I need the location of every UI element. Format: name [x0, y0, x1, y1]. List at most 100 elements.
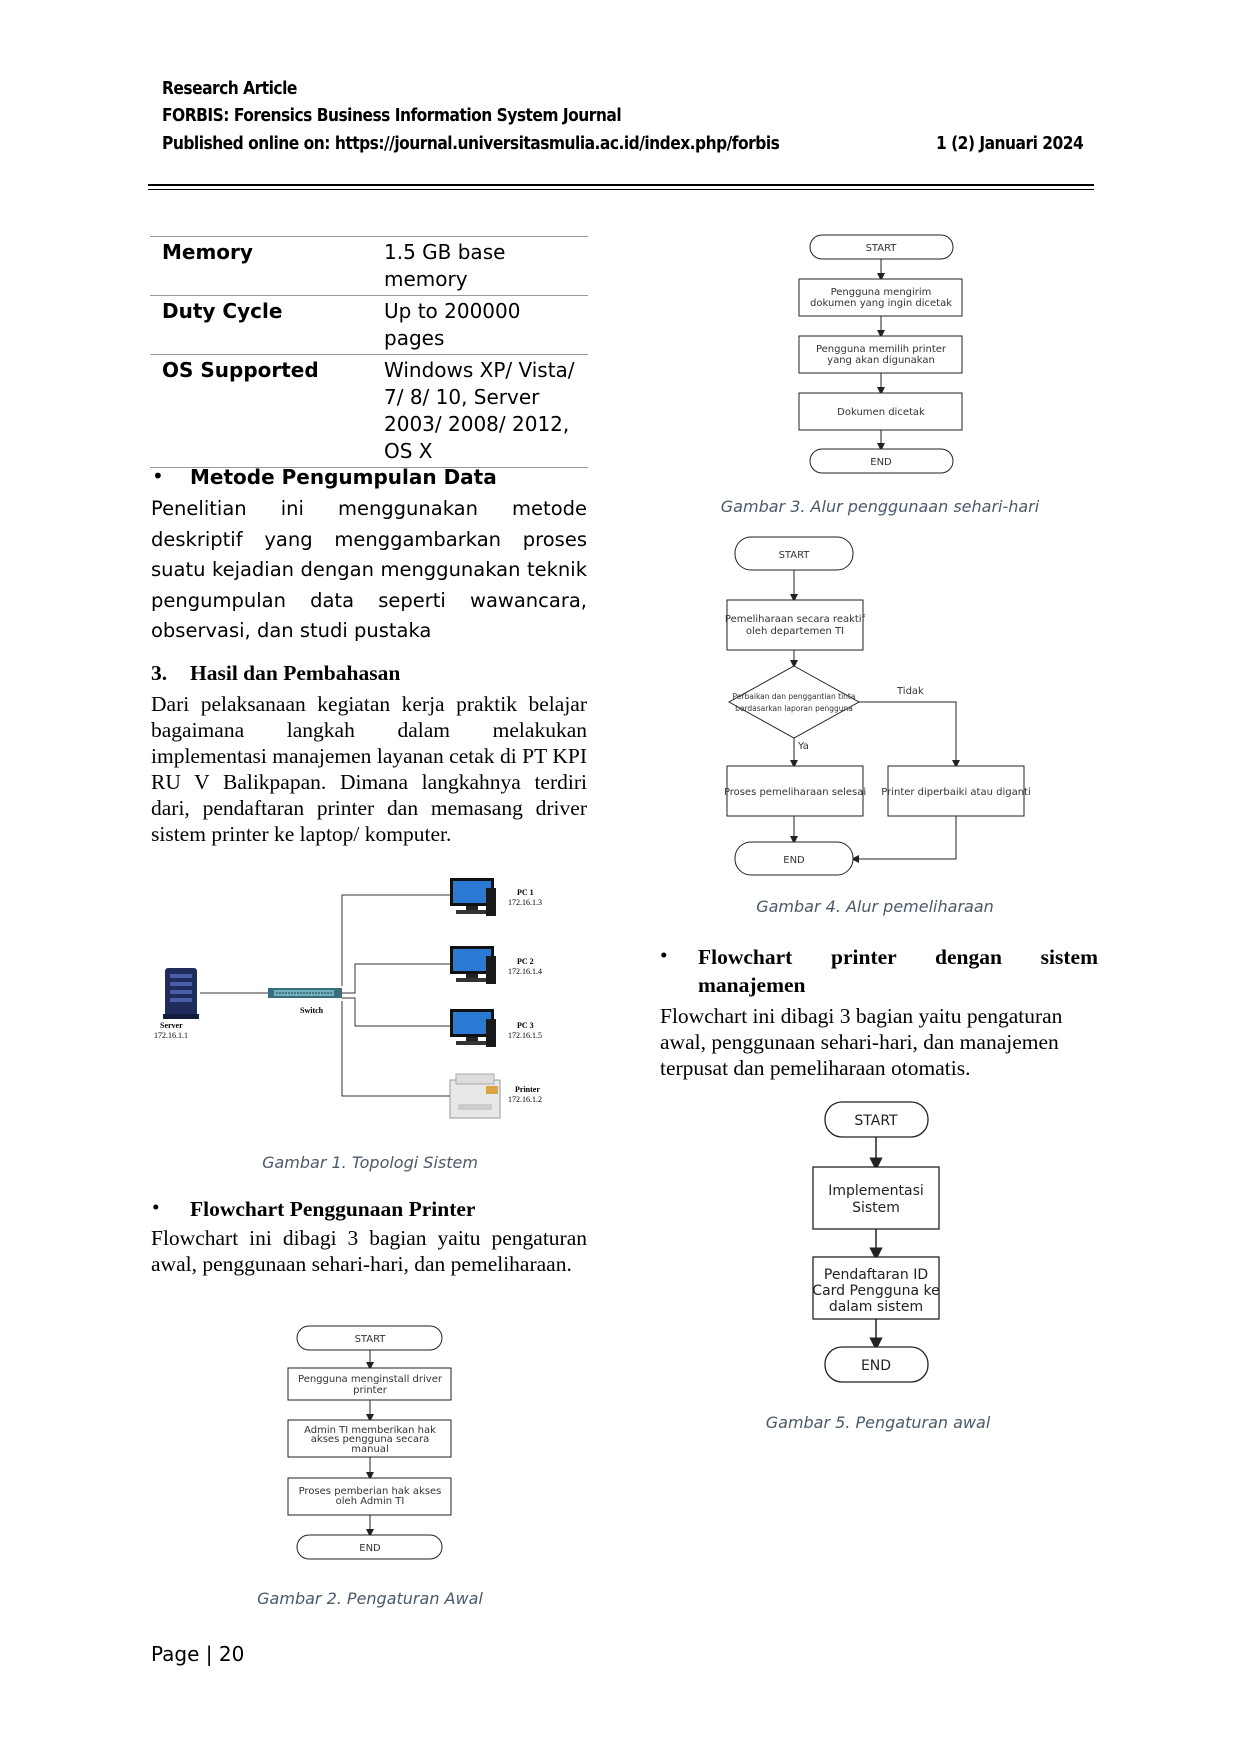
- process-box: [726, 765, 864, 817]
- topology-diagram: Server 172.16.1.1 Switch PC 1 172.16.1.3…: [154, 878, 542, 1119]
- step-label: manual: [351, 1444, 388, 1455]
- yes-label: Ya: [797, 741, 809, 752]
- journal-issue: 1 (2) Januari 2024: [936, 133, 1084, 154]
- pc1-label: PC 1: [517, 888, 534, 897]
- section-paragraph: Dari pelaksanaan kegiatan kerja praktik …: [151, 692, 587, 846]
- printer-ip: 172.16.1.2: [508, 1095, 542, 1104]
- journal-url[interactable]: Published online on: https://journal.uni…: [162, 133, 780, 154]
- process-box: [287, 1367, 452, 1401]
- switch-icon: [268, 988, 342, 998]
- server-ip: 172.16.1.1: [154, 1031, 188, 1040]
- pc3-label: PC 3: [517, 1021, 534, 1030]
- process-box: [812, 1256, 940, 1320]
- figure-caption: Gambar 1. Topologi Sistem: [262, 1153, 478, 1172]
- journal-type: Research Article: [162, 78, 297, 99]
- metode-paragraph: Penelitian ini menggunakan metode deskri…: [151, 497, 587, 642]
- step-label: yang akan digunakan: [827, 355, 935, 366]
- flowchart-pemeliharaan: START Pemeliharaan secara reaktif oleh d…: [725, 536, 1031, 876]
- step-label: Proses pemberian hak akses: [299, 1486, 442, 1497]
- figure-caption: Gambar 3. Alur penggunaan sehari-hari: [720, 497, 1040, 516]
- server-icon: [163, 968, 199, 1019]
- flow-heading: Flowchart Penggunaan Printer: [190, 1197, 476, 1221]
- spec-table: Memory 1.5 GB base memory Duty Cycle Up …: [150, 236, 588, 468]
- step-label: Printer diperbaiki atau diganti: [881, 787, 1031, 798]
- process-box: [287, 1477, 452, 1516]
- spec-value: 1.5 GB base memory: [384, 240, 506, 291]
- flow2-heading-cont: manajemen: [698, 973, 806, 997]
- table-row: Memory 1.5 GB base memory: [150, 236, 588, 296]
- step-label: Pemeliharaan secara reaktif: [725, 614, 866, 625]
- metode-heading: Metode Pengumpulan Data: [190, 465, 497, 489]
- process-box: [798, 392, 963, 431]
- end-node: [809, 448, 954, 474]
- switch-label: Switch: [300, 1006, 324, 1015]
- end-label: END: [783, 855, 805, 866]
- section-title: Hasil dan Pembahasan: [190, 661, 401, 685]
- section-number: 3.: [151, 661, 168, 685]
- flow-paragraph: Flowchart ini dibagi 3 bagian yaitu peng…: [151, 1226, 587, 1276]
- spec-value: Windows XP/ Vista/ 7/ 8/ 10, Server 2003…: [384, 358, 575, 463]
- step-label: Pengguna memilih printer: [816, 344, 947, 355]
- figure-caption: Gambar 2. Pengaturan Awal: [257, 1589, 483, 1608]
- process-box: [287, 1419, 452, 1458]
- spec-value: Up to 200000 pages: [384, 299, 521, 350]
- pc-icon: [450, 946, 496, 984]
- step-label: Pengguna menginstall driver: [298, 1374, 443, 1385]
- printer-label: Printer: [515, 1085, 540, 1094]
- decision-label: berdasarkan laporan pengguna: [735, 704, 853, 713]
- step-label: oleh Admin TI: [336, 1496, 405, 1507]
- pc-icon: [450, 1009, 496, 1047]
- flowchart-penggunaan: START Pengguna mengirim dokumen yang ing…: [798, 234, 963, 474]
- process-box: [726, 599, 864, 651]
- process-box: [798, 335, 963, 374]
- table-row: Duty Cycle Up to 200000 pages: [150, 295, 588, 355]
- flowchart-pengaturan-awal-2: START Implementasi Sistem Pendaftaran ID…: [812, 1101, 940, 1383]
- start-label: START: [355, 1334, 387, 1345]
- header-rule: [148, 184, 1094, 186]
- step-label: Sistem: [852, 1200, 900, 1216]
- flow2-heading: Flowchart printer dengan sistem: [698, 945, 1098, 969]
- process-box: [887, 765, 1025, 817]
- spec-key: Duty Cycle: [162, 299, 283, 323]
- pc2-label: PC 2: [517, 957, 534, 966]
- page-number: Page | 20: [151, 1642, 245, 1666]
- flow2-paragraph: Flowchart ini dibagi 3 bagian yaitu peng…: [660, 1004, 1063, 1080]
- journal-name: FORBIS: Forensics Business Information S…: [162, 105, 622, 126]
- process-box: [812, 1166, 940, 1230]
- start-label: START: [779, 550, 811, 561]
- step-label: akses pengguna secara: [311, 1434, 429, 1445]
- decision-label: Perbaikan dan penggantian tinta: [733, 692, 856, 701]
- step-label: dokumen yang ingin dicetak: [810, 298, 952, 309]
- pc2-ip: 172.16.1.4: [508, 967, 542, 976]
- start-label: START: [866, 243, 898, 254]
- bullet-icon: •: [152, 1195, 160, 1219]
- flowchart-pengaturan-awal: START Pengguna menginstall driver printe…: [287, 1325, 452, 1560]
- header-rule-thin: [148, 189, 1094, 190]
- end-label: END: [359, 1543, 381, 1554]
- step-label: oleh departemen TI: [746, 626, 844, 637]
- process-box: [798, 278, 963, 317]
- end-node: [296, 1534, 443, 1560]
- pc-icon: [450, 878, 496, 916]
- pc3-ip: 172.16.1.5: [508, 1031, 542, 1040]
- pc1-ip: 172.16.1.3: [508, 898, 542, 907]
- step-label: Implementasi: [828, 1183, 924, 1199]
- spec-key: OS Supported: [162, 358, 319, 382]
- step-label: Proses pemeliharaan selesai: [725, 787, 866, 798]
- end-label: END: [870, 457, 892, 468]
- no-label: Tidak: [896, 686, 924, 697]
- step-label: printer: [353, 1385, 388, 1396]
- bullet-icon: •: [152, 464, 164, 488]
- step-label: Card Pengguna ke: [812, 1283, 939, 1299]
- server-label: Server: [160, 1021, 183, 1030]
- step-label: Pendaftaran ID: [824, 1267, 928, 1283]
- end-node: [734, 841, 854, 876]
- end-label: END: [861, 1358, 891, 1374]
- spec-key: Memory: [162, 240, 253, 264]
- step-label: Admin TI memberikan hak: [304, 1425, 436, 1436]
- step-label: Dokumen dicetak: [837, 407, 925, 418]
- printer-icon: [449, 1073, 501, 1119]
- step-label: Pengguna mengirim: [831, 287, 932, 298]
- figure-caption: Gambar 4. Alur pemeliharaan: [756, 897, 994, 916]
- end-node: [824, 1346, 929, 1383]
